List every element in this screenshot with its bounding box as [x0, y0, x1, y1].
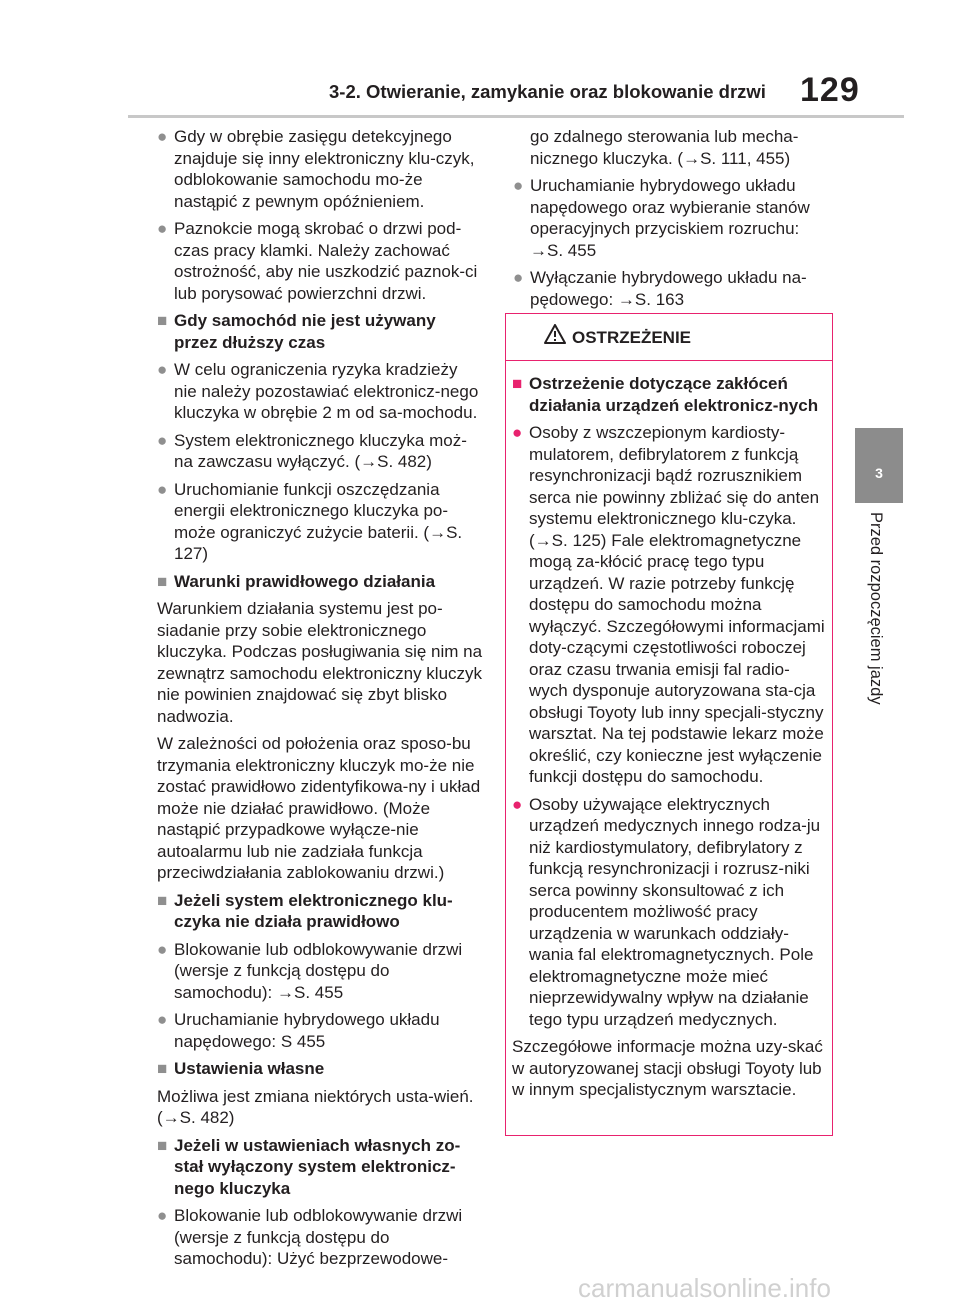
- chapter-tab: 3: [855, 428, 903, 503]
- subheading: ■Jeżeli system elektronicznego klu-czyka…: [157, 890, 453, 932]
- warning-header: OSTRZEŻENIE: [506, 314, 832, 361]
- square-bullet-icon: ■: [157, 1135, 168, 1155]
- bullet-icon: ●: [512, 794, 523, 814]
- list-item: ●Paznokcie mogą skrobać o drzwi pod-czas…: [157, 219, 478, 303]
- paragraph: Możliwa jest zmiana niektórych usta-wień…: [157, 1086, 474, 1128]
- bullet-icon: ●: [513, 268, 524, 287]
- list-item: ●Uruchamianie hybrydowego układu napędow…: [157, 1010, 440, 1051]
- bullet-icon: ●: [157, 360, 168, 379]
- list-item: ●Blokowanie lub odblokowywanie drzwi (we…: [157, 1206, 463, 1268]
- bullet-icon: ●: [157, 127, 168, 146]
- watermark: carmanualsonline.info: [578, 1273, 831, 1303]
- list-item: ●Osoby używające elektrycznych urządzeń …: [512, 794, 821, 1029]
- header-divider: [128, 115, 904, 118]
- paragraph: W zależności od położenia oraz sposo-bu …: [157, 734, 481, 882]
- bullet-icon: ●: [157, 1010, 168, 1029]
- square-bullet-icon: ■: [157, 311, 168, 330]
- paragraph: Warunkiem działania systemu jest po-siad…: [157, 599, 483, 726]
- list-item: ●W celu ograniczenia ryzyka kradzieży ni…: [157, 360, 479, 422]
- square-bullet-icon: ■: [157, 571, 168, 591]
- bullet-icon: ●: [157, 219, 168, 238]
- square-bullet-icon: ■: [157, 1059, 168, 1078]
- list-item: ●Blokowanie lub odblokowywanie drzwi (we…: [157, 939, 463, 1002]
- subheading: ■Ostrzeżenie dotyczące zakłóceń działani…: [512, 374, 819, 415]
- bullet-icon: ●: [157, 479, 168, 499]
- bullet-icon: ●: [513, 176, 524, 195]
- list-item: ●Osoby z wszczepionym kardiosty-mulatore…: [512, 423, 825, 786]
- list-item: ●Wyłączanie hybrydowego układu na-pędowe…: [513, 268, 807, 309]
- page-number: 129: [800, 71, 860, 109]
- bullet-icon: ●: [512, 423, 523, 442]
- warning-triangle-icon: [544, 324, 566, 349]
- bullet-icon: ●: [157, 1206, 168, 1225]
- subheading: ■Ustawienia własne: [157, 1059, 325, 1078]
- chapter-label: Przed rozpoczęciem jazdy: [867, 512, 885, 705]
- bullet-icon: ●: [157, 939, 168, 959]
- list-item: ●Gdy w obrębie zasięgu detekcyjnego znaj…: [157, 127, 475, 211]
- subheading: ■Gdy samochód nie jest używany przez dłu…: [157, 311, 436, 352]
- right-column: go zdalnego sterowania lub mecha-niczneg…: [513, 126, 833, 316]
- square-bullet-icon: ■: [157, 890, 168, 910]
- warning-body: ■Ostrzeżenie dotyczące zakłóceń działani…: [506, 361, 832, 1101]
- subheading: ■Jeżeli w ustawieniach własnych zo-stał …: [157, 1135, 461, 1198]
- bullet-icon: ●: [157, 430, 168, 450]
- list-item: ●Uruchomianie funkcji oszczędzania energ…: [157, 479, 463, 564]
- chapter-number: 3: [875, 465, 883, 481]
- warning-title: OSTRZEŻENIE: [572, 328, 692, 347]
- list-item: ●Uruchamianie hybrydowego układu napędow…: [513, 176, 810, 260]
- list-item: ●System elektronicznego kluczyka moż-na …: [157, 430, 467, 472]
- square-bullet-icon: ■: [512, 374, 523, 393]
- continued-text: go zdalnego sterowania lub mecha-niczneg…: [530, 127, 799, 168]
- paragraph: Szczegółowe informacje można uzy-skać w …: [512, 1037, 823, 1099]
- left-column: ●Gdy w obrębie zasięgu detekcyjnego znaj…: [157, 126, 483, 1276]
- subheading: ■Warunki prawidłowego działania: [157, 571, 436, 591]
- section-title: 3-2. Otwieranie, zamykanie oraz blokowan…: [329, 81, 766, 102]
- warning-box: OSTRZEŻENIE ■Ostrzeżenie dotyczące zakłó…: [505, 313, 833, 1136]
